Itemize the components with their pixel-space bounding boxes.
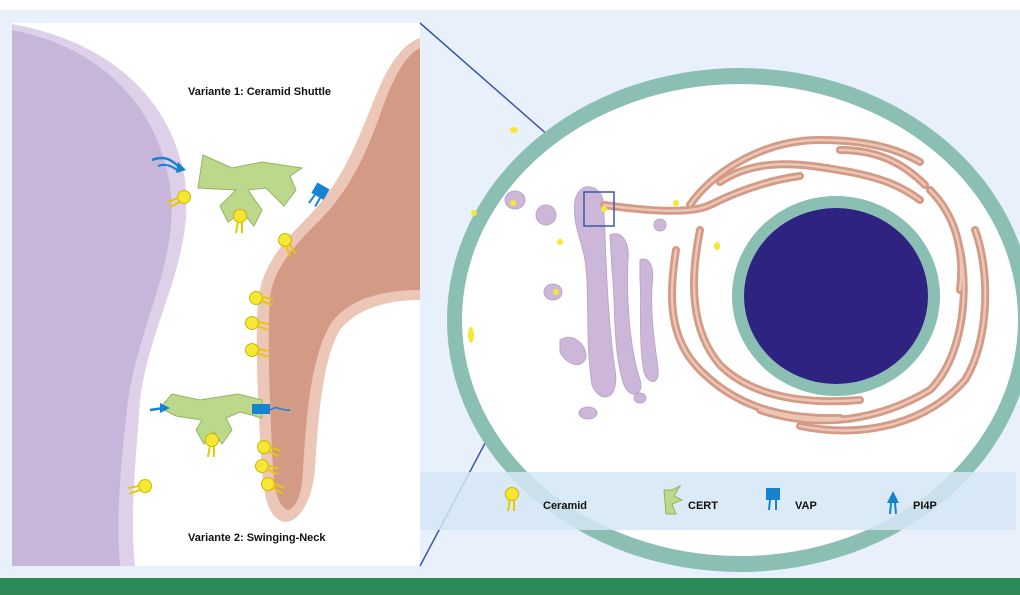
variant-1-label: Variante 1: Ceramid Shuttle: [188, 86, 331, 98]
legend-label-cert: CERT: [688, 500, 718, 512]
legend-label-pi4p: PI4P: [913, 500, 937, 512]
footer-bar: [0, 578, 1020, 595]
legend-label-vap: VAP: [795, 500, 817, 512]
legend-label-ceramid: Ceramid: [543, 500, 587, 512]
vap-icon-bottom: [252, 404, 270, 414]
nucleus: [732, 196, 940, 396]
variant-2-label: Variante 2: Swinging-Neck: [188, 532, 326, 544]
